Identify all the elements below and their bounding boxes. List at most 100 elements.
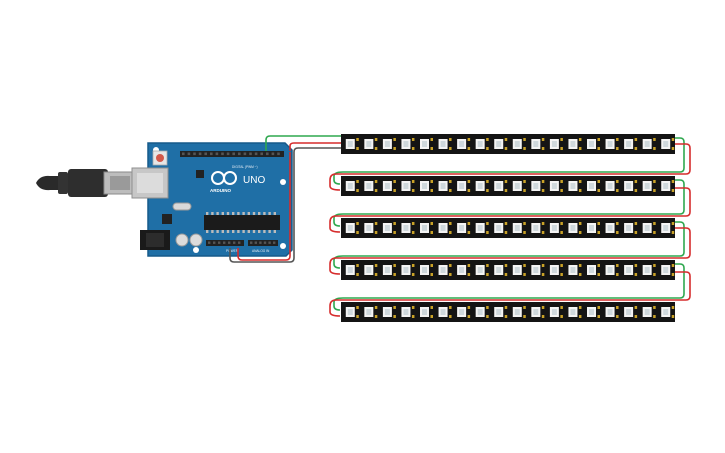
solder-pad — [523, 306, 526, 309]
solder-pad — [578, 264, 582, 267]
header-pin[interactable] — [182, 152, 185, 156]
solder-pad — [411, 222, 415, 225]
solder-pad — [393, 189, 396, 192]
header-pin[interactable] — [213, 241, 216, 244]
solder-pad — [597, 231, 600, 234]
header-pin[interactable] — [243, 152, 247, 156]
solder-pad — [356, 231, 359, 234]
header-pin[interactable] — [210, 152, 213, 156]
header-pin[interactable] — [208, 241, 211, 244]
led-pixel-center — [626, 141, 632, 147]
solder-pad — [430, 315, 433, 318]
solder-pad — [430, 222, 433, 225]
solder-pad — [449, 147, 452, 150]
header-pin[interactable] — [187, 152, 191, 156]
signal-wire[interactable] — [333, 137, 685, 185]
header-pin[interactable] — [238, 152, 241, 156]
usb-cable-grip — [58, 172, 68, 194]
led-pixel-center — [496, 141, 502, 147]
header-pin[interactable] — [263, 241, 267, 244]
solder-pad — [486, 264, 489, 267]
header-pin[interactable] — [223, 241, 226, 244]
power-wire[interactable] — [329, 271, 691, 317]
header-pin[interactable] — [249, 152, 252, 156]
led-pixel-center — [551, 141, 557, 147]
solder-pad — [411, 147, 415, 150]
power-wire[interactable] — [289, 142, 343, 151]
led-pixel-center — [644, 141, 650, 147]
header-pin[interactable] — [260, 152, 263, 156]
header-pin[interactable] — [277, 152, 280, 156]
signal-wire[interactable] — [333, 263, 685, 311]
header-pin[interactable] — [250, 241, 253, 244]
solder-pad — [356, 264, 359, 267]
solder-pad — [560, 189, 563, 192]
chip-icon — [204, 215, 280, 230]
header-pin[interactable] — [271, 152, 275, 156]
header-pin[interactable] — [266, 152, 269, 156]
solder-pad — [653, 264, 656, 267]
led-pixel-center — [422, 183, 427, 189]
signal-wire[interactable] — [333, 221, 685, 269]
solder-pad — [467, 189, 471, 192]
header-pin[interactable] — [254, 241, 257, 244]
solder-pad — [411, 273, 415, 276]
mount-hole — [193, 247, 199, 253]
led-pixel-center — [366, 141, 372, 147]
header-pin[interactable] — [204, 152, 207, 156]
header-pin[interactable] — [273, 241, 276, 244]
power-wire[interactable] — [329, 143, 691, 191]
solder-pad — [374, 180, 378, 183]
led-pixel-center — [403, 309, 409, 315]
header-pin[interactable] — [218, 241, 221, 244]
solder-pad — [449, 231, 452, 234]
solder-pad — [449, 222, 452, 225]
led-pixel-center — [496, 183, 502, 189]
header-pin[interactable] — [198, 152, 202, 156]
header-pin[interactable] — [228, 241, 231, 244]
solder-pad — [671, 180, 675, 183]
power-wire[interactable] — [329, 187, 691, 233]
solder-pad — [541, 315, 545, 318]
led-pixel-center — [459, 183, 465, 189]
solder-pad — [616, 273, 619, 276]
led-pixel-center — [533, 183, 539, 189]
solder-pad — [486, 180, 489, 183]
header-pin[interactable] — [238, 241, 241, 244]
header-pin[interactable] — [254, 152, 258, 156]
header-pin[interactable] — [233, 241, 236, 244]
led-pixel-center — [570, 225, 576, 231]
solder-pad — [449, 306, 452, 309]
led-pixel-center — [607, 141, 613, 147]
arduino-logo — [211, 171, 237, 185]
solder-pad — [671, 231, 675, 234]
analog-header — [248, 240, 278, 246]
header-pin[interactable] — [193, 152, 196, 156]
solder-pad — [653, 222, 656, 225]
solder-pad — [616, 147, 619, 150]
signal-wire[interactable] — [265, 135, 343, 151]
header-pin[interactable] — [259, 241, 262, 244]
power-wire[interactable] — [329, 227, 691, 275]
solder-pad — [486, 315, 489, 318]
header-pin[interactable] — [268, 241, 271, 244]
header-pin[interactable] — [221, 152, 224, 156]
solder-pad — [467, 315, 471, 318]
power-wire[interactable] — [237, 152, 291, 261]
solder-pad — [374, 189, 378, 192]
led-pixel-center — [533, 309, 539, 315]
solder-pad — [523, 147, 526, 150]
chip-pin — [226, 230, 230, 233]
solder-pad — [411, 231, 415, 234]
signal-wire[interactable] — [333, 179, 685, 227]
solder-pad — [411, 264, 415, 267]
header-pin[interactable] — [232, 152, 235, 156]
led-pixel-center — [496, 225, 502, 231]
ground-wire[interactable] — [229, 147, 343, 263]
solder-pad — [356, 273, 359, 276]
led-pixel-center — [533, 141, 539, 147]
header-pin[interactable] — [226, 152, 230, 156]
header-pin[interactable] — [215, 152, 219, 156]
solder-pad — [504, 138, 508, 141]
led-pixel-center — [440, 225, 446, 231]
